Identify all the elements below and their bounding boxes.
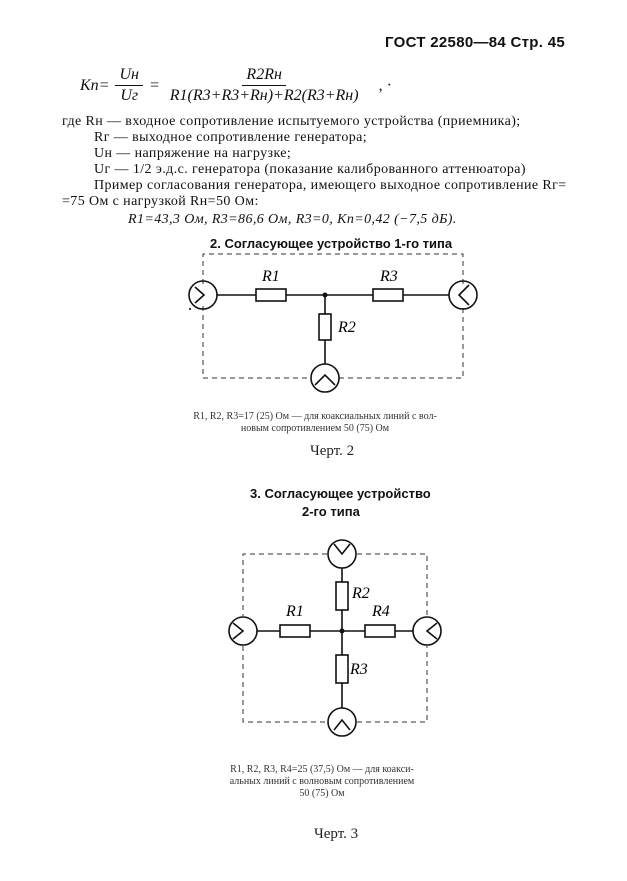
chert2-label: Черт. 2 xyxy=(310,443,355,459)
chert3-label: Черт. 3 xyxy=(314,826,359,842)
label-r1: R1 xyxy=(285,603,304,620)
example-line: Пример согласования генератора, имеющего… xyxy=(94,178,567,193)
formula-big: R2Rн R1(R3+R3+Rн)+R2(R3+Rн) xyxy=(166,66,363,105)
formula-big-den: R1(R3+R3+Rн)+R2(R3+Rн) xyxy=(169,87,359,104)
caption-line: R1, R2, R3, R4=25 (37,5) Ом — для коакси… xyxy=(230,764,414,775)
definition-line: Uн — напряжение на нагрузке; xyxy=(94,146,292,161)
diagram3-caption: R1, R2, R3, R4=25 (37,5) Ом — для коакси… xyxy=(192,764,452,800)
label-r3: R3 xyxy=(349,661,368,678)
section3-title-line1: 3. Согласующее устройство xyxy=(250,486,431,501)
example-values: R1=43,3 Ом, R3=86,6 Ом, R3=0, Kп=0,42 (−… xyxy=(128,212,457,227)
formula: Kп= Uн Uг = R2Rн R1(R3+R3+Rн)+R2(R3+Rн) … xyxy=(80,66,392,105)
formula-ratio-den: Uг xyxy=(120,87,139,104)
formula-eq: = xyxy=(148,76,160,94)
caption-line: R1, R2, R3=17 (25) Ом — для коаксиальных… xyxy=(193,411,437,422)
label-r3: R3 xyxy=(379,268,398,285)
definition-line: где Rн — входное сопротивление испытуемо… xyxy=(62,114,521,129)
circuit-diagram-type2: R1 R4 R2 R3 xyxy=(228,539,442,737)
formula-big-num: R2Rн xyxy=(242,66,286,86)
section2-title: 2. Согласующее устройство 1-го типа xyxy=(210,236,453,251)
label-r1: R1 xyxy=(261,268,280,285)
caption-line: 50 (75) Ом xyxy=(299,788,345,799)
circuit-diagram-type1: R1 R3 R2 xyxy=(188,253,478,393)
definition-line: Rг — выходное сопротивление генератора; xyxy=(94,130,368,145)
formula-tail: , · xyxy=(378,76,392,94)
formula-ratio: Uн Uг xyxy=(115,66,143,105)
label-r2: R2 xyxy=(351,585,370,602)
caption-line: новым сопротивлением 50 (75) Ом xyxy=(240,423,390,434)
label-r4: R4 xyxy=(371,603,390,620)
section3-title-line2: 2-го типа xyxy=(302,504,360,519)
label-r2: R2 xyxy=(337,319,356,336)
formula-ratio-num: Uн xyxy=(115,66,143,86)
formula-lhs: Kп= xyxy=(80,76,110,94)
example-line: =75 Ом с нагрузкой Rн=50 Ом: xyxy=(62,194,259,209)
diagram2-caption: R1, R2, R3=17 (25) Ом — для коаксиальных… xyxy=(150,411,480,435)
definition-line: Uг — 1/2 э.д.с. генератора (показание ка… xyxy=(94,162,526,177)
page-header: ГОСТ 22580—84 Стр. 45 xyxy=(385,34,565,51)
caption-line: альных линий с волновым сопротивлением xyxy=(229,776,415,787)
